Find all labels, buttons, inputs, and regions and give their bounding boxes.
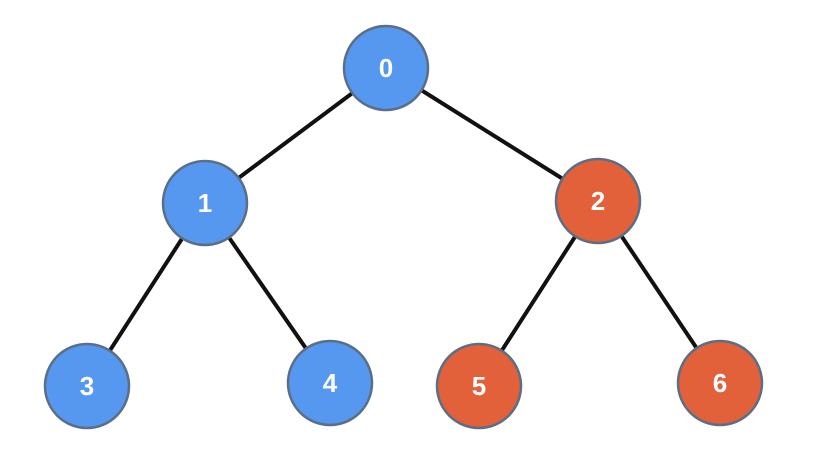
node-label-2: 2 (591, 186, 605, 216)
node-circle-4 (286, 339, 374, 427)
tree-node-5: 5 (435, 342, 523, 430)
tree-node-0: 0 (342, 24, 430, 112)
node-label-3: 3 (80, 371, 94, 401)
tree-nodes: 0 1 2 3 4 5 6 (43, 24, 764, 430)
node-label-6: 6 (713, 368, 727, 398)
node-label-1: 1 (198, 188, 212, 218)
node-circle-5 (435, 342, 523, 430)
tree-node-2: 2 (554, 157, 642, 245)
node-circle-3 (43, 342, 131, 430)
node-label-5: 5 (472, 371, 486, 401)
node-label-4: 4 (323, 368, 338, 398)
node-circle-0 (342, 24, 430, 112)
node-circle-6 (676, 339, 764, 427)
node-label-0: 0 (379, 53, 393, 83)
tree-node-3: 3 (43, 342, 131, 430)
node-circle-1 (161, 159, 249, 247)
tree-node-4: 4 (286, 339, 374, 427)
node-circle-2 (554, 157, 642, 245)
tree-node-1: 1 (161, 159, 249, 247)
tree-node-6: 6 (676, 339, 764, 427)
